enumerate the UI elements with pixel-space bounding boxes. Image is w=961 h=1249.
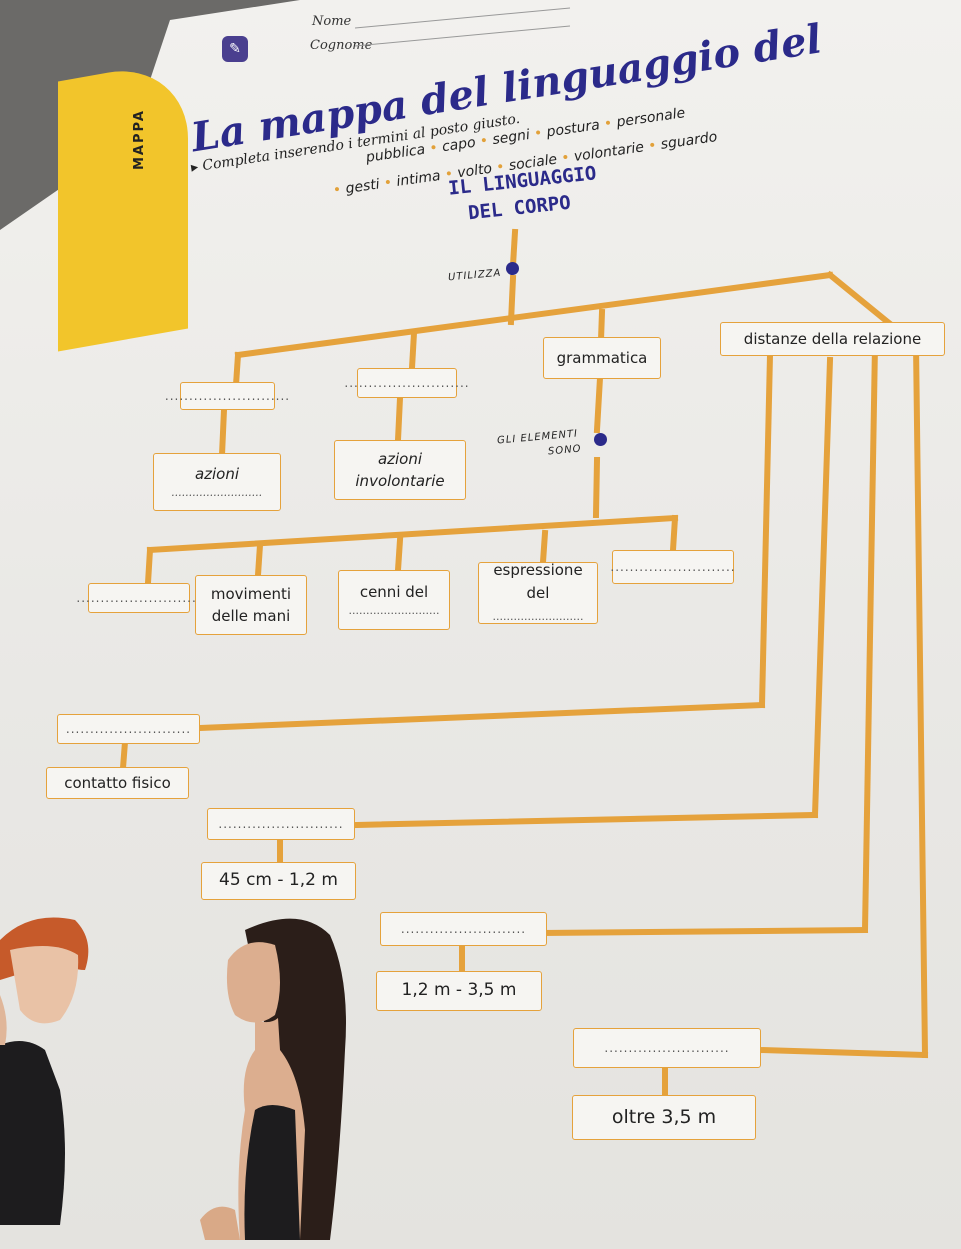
nome-label: Nome bbox=[312, 14, 352, 29]
name-lines bbox=[355, 7, 571, 47]
movimenti-line1: movimenti bbox=[210, 584, 292, 603]
espressione-blank[interactable]: .......................... bbox=[492, 610, 584, 624]
grammatica-box: grammatica bbox=[543, 337, 661, 379]
azioni-volontarie-blank[interactable]: .......................... bbox=[171, 486, 263, 499]
blank-element-5[interactable]: .......................... bbox=[610, 550, 735, 584]
azioni-involontarie-box: azioni involontarie bbox=[334, 440, 466, 500]
blank-distance-1[interactable]: .......................... bbox=[57, 714, 200, 744]
distance-box-4: oltre 3,5 m bbox=[572, 1095, 756, 1140]
two-women-photo bbox=[0, 917, 346, 1240]
distance-box-3: 1,2 m - 3,5 m bbox=[376, 971, 542, 1011]
espressione-line1: espressione bbox=[493, 561, 583, 580]
pencil-icon: ✎ bbox=[222, 36, 248, 62]
connector-dot bbox=[506, 262, 519, 275]
azioni-volontarie-label: azioni bbox=[194, 464, 240, 483]
distance-box-2: 45 cm - 1,2 m bbox=[201, 862, 356, 900]
connector-elementi-dot bbox=[594, 433, 607, 446]
cenni-line1: cenni del bbox=[359, 582, 429, 601]
contatto-fisico-box: contatto fisico bbox=[46, 767, 189, 799]
cognome-label: Cognome bbox=[310, 38, 373, 53]
movimenti-line2: delle mani bbox=[211, 607, 291, 625]
espressione-line2: del bbox=[526, 583, 550, 602]
blank-distance-4[interactable]: .......................... bbox=[573, 1028, 761, 1068]
azioni-volontarie-box: azioni .......................... bbox=[153, 453, 281, 511]
blank-distance-3[interactable]: .......................... bbox=[380, 912, 547, 946]
espressione-box: espressione del ........................… bbox=[478, 561, 598, 627]
espressione-line2-wrap: del .......................... bbox=[479, 582, 597, 627]
blank-distance-2[interactable]: .......................... bbox=[207, 808, 355, 840]
azioni-involontarie-line1: azioni bbox=[377, 449, 423, 468]
blank-box-2[interactable]: .......................... bbox=[344, 368, 469, 398]
blank-element-1[interactable]: .......................... bbox=[76, 583, 201, 613]
azioni-involontarie-line2: involontarie bbox=[355, 472, 445, 490]
blank-box-1[interactable]: .......................... bbox=[165, 382, 289, 410]
movimenti-box: movimenti delle mani bbox=[195, 575, 307, 635]
cenni-box: cenni del .......................... bbox=[338, 570, 450, 630]
cenni-blank[interactable]: .......................... bbox=[348, 604, 440, 617]
distanze-box: distanze della relazione bbox=[720, 322, 945, 356]
